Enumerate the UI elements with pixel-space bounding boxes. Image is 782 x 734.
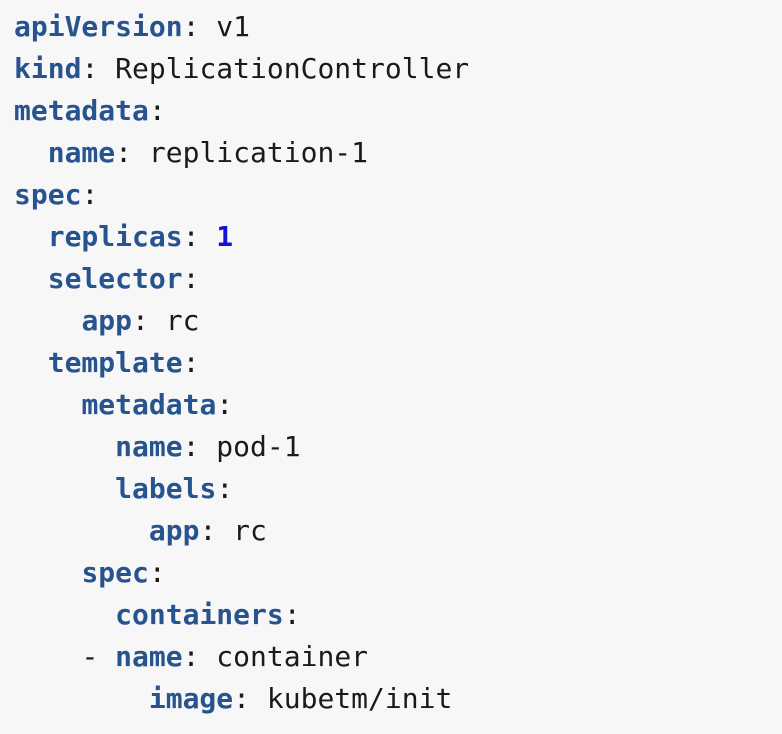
line-indent bbox=[14, 346, 48, 379]
yaml-colon: : bbox=[115, 136, 133, 169]
yaml-colon: : bbox=[182, 346, 200, 379]
yaml-colon: : bbox=[182, 220, 200, 253]
yaml-colon: : bbox=[81, 178, 99, 211]
code-line[interactable]: selector: bbox=[14, 258, 782, 300]
yaml-key: spec bbox=[81, 556, 149, 589]
yaml-key: spec bbox=[14, 178, 82, 211]
yaml-key: name bbox=[47, 136, 116, 169]
yaml-colon: : bbox=[81, 52, 99, 85]
code-line[interactable]: name: replication-1 bbox=[14, 132, 782, 174]
yaml-key: app bbox=[148, 514, 200, 547]
yaml-value: pod-1 bbox=[199, 430, 301, 463]
yaml-colon: : bbox=[182, 430, 200, 463]
code-line[interactable]: image: kubetm/init bbox=[14, 678, 782, 720]
yaml-key: labels bbox=[115, 472, 217, 505]
yaml-colon: : bbox=[283, 598, 301, 631]
code-line[interactable]: spec: bbox=[14, 552, 782, 594]
yaml-value: kubetm/init bbox=[250, 682, 453, 715]
line-indent bbox=[14, 640, 81, 673]
line-indent bbox=[14, 472, 115, 505]
yaml-key: replicas bbox=[47, 220, 183, 253]
code-line[interactable]: apiVersion: v1 bbox=[14, 6, 782, 48]
list-item-dash: - bbox=[81, 640, 116, 673]
yaml-colon: : bbox=[233, 682, 251, 715]
yaml-key: kind bbox=[14, 52, 82, 85]
code-line[interactable]: name: pod-1 bbox=[14, 426, 782, 468]
yaml-colon: : bbox=[182, 262, 200, 295]
yaml-colon: : bbox=[148, 556, 166, 589]
yaml-key: image bbox=[148, 682, 234, 715]
code-line[interactable]: app: rc bbox=[14, 510, 782, 552]
code-line[interactable]: metadata: bbox=[14, 90, 782, 132]
yaml-value: rc bbox=[148, 304, 200, 337]
code-line[interactable]: - name: container bbox=[14, 636, 782, 678]
yaml-key: name bbox=[115, 640, 183, 673]
code-line[interactable]: containers: bbox=[14, 594, 782, 636]
yaml-colon: : bbox=[182, 10, 200, 43]
line-indent bbox=[14, 598, 115, 631]
yaml-key: metadata bbox=[14, 94, 149, 127]
yaml-key: apiVersion bbox=[14, 10, 183, 43]
line-indent bbox=[14, 220, 48, 253]
yaml-value: rc bbox=[216, 514, 267, 547]
line-indent bbox=[14, 682, 149, 715]
code-line[interactable]: kind: ReplicationController bbox=[14, 48, 782, 90]
yaml-value: ReplicationController bbox=[98, 52, 470, 85]
line-indent bbox=[14, 430, 115, 463]
yaml-value: replication-1 bbox=[132, 136, 369, 169]
line-indent bbox=[14, 304, 81, 337]
yaml-key: app bbox=[81, 304, 133, 337]
line-indent bbox=[14, 262, 48, 295]
code-line[interactable]: labels: bbox=[14, 468, 782, 510]
yaml-key: containers bbox=[115, 598, 284, 631]
line-indent bbox=[14, 136, 48, 169]
yaml-key: metadata bbox=[81, 388, 217, 421]
yaml-value: v1 bbox=[199, 10, 251, 43]
yaml-key: template bbox=[47, 346, 183, 379]
line-indent bbox=[14, 388, 81, 421]
yaml-value: 1 bbox=[199, 220, 234, 253]
line-indent bbox=[14, 514, 149, 547]
code-line[interactable]: spec: bbox=[14, 174, 782, 216]
yaml-key: selector bbox=[47, 262, 183, 295]
code-line[interactable]: app: rc bbox=[14, 300, 782, 342]
yaml-colon: : bbox=[148, 94, 166, 127]
yaml-key: name bbox=[115, 430, 183, 463]
yaml-colon: : bbox=[216, 472, 234, 505]
line-indent bbox=[14, 556, 81, 589]
yaml-value: container bbox=[199, 640, 369, 673]
yaml-colon: : bbox=[199, 514, 217, 547]
code-line[interactable]: template: bbox=[14, 342, 782, 384]
code-line[interactable]: replicas: 1 bbox=[14, 216, 782, 258]
yaml-colon: : bbox=[216, 388, 234, 421]
code-line[interactable]: metadata: bbox=[14, 384, 782, 426]
yaml-colon: : bbox=[132, 304, 149, 337]
yaml-colon: : bbox=[182, 640, 200, 673]
